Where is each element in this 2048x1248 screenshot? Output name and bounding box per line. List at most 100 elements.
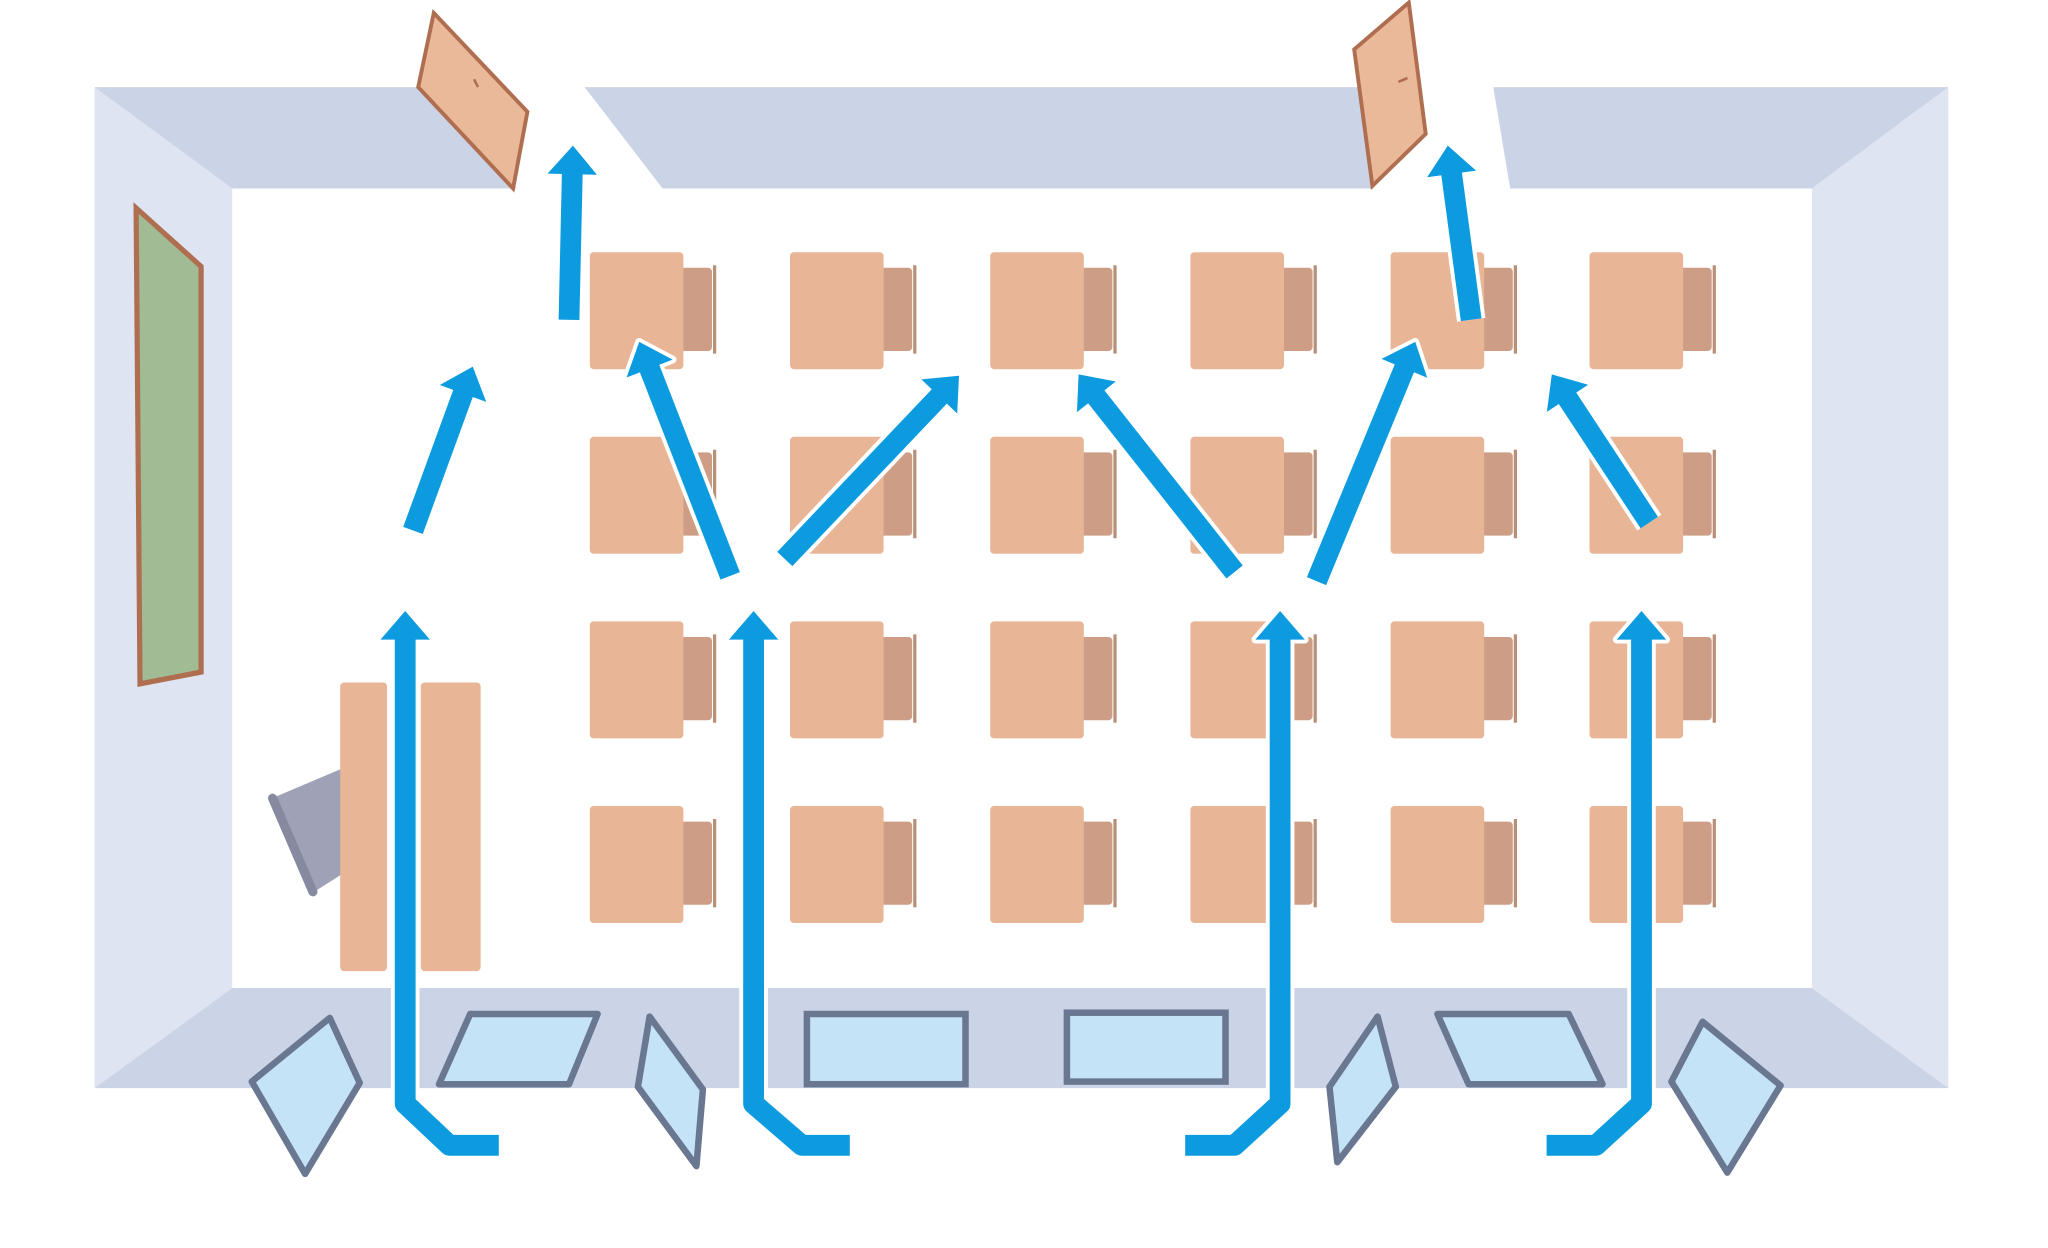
chair	[1480, 637, 1513, 721]
airflow-intake-arrow	[1546, 607, 1671, 1160]
arrow-head	[380, 611, 430, 640]
wall-top-segment-2	[584, 87, 1373, 189]
desk	[790, 252, 884, 370]
chair	[1079, 267, 1113, 351]
arrow-shaft	[743, 637, 850, 1156]
desk	[1390, 436, 1485, 554]
airflow-intake-arrow	[725, 607, 850, 1160]
arrow-head	[1255, 611, 1305, 640]
arrow-head	[1076, 374, 1116, 413]
chair	[1480, 821, 1513, 905]
chair	[879, 452, 913, 536]
desk-set	[589, 621, 717, 739]
desk-set	[790, 621, 917, 739]
arrow-shaft	[638, 362, 740, 580]
desk	[589, 621, 684, 739]
arrow-shaft	[1086, 388, 1243, 579]
desk-set	[589, 806, 717, 923]
arrow-head	[728, 611, 779, 640]
airflow-intake-arrow	[376, 607, 499, 1160]
teacher-desk-right	[420, 682, 481, 972]
teacher-desk-left	[340, 682, 387, 972]
chair	[679, 821, 712, 905]
arrow-head	[1546, 374, 1589, 412]
teacher-area	[268, 682, 481, 972]
window	[803, 1010, 969, 1088]
chair	[1280, 452, 1313, 536]
teacher-chair	[275, 768, 343, 892]
window	[1063, 1009, 1229, 1085]
teacher-chair-back	[268, 793, 318, 897]
window	[634, 1013, 707, 1170]
chair	[879, 637, 913, 721]
chair	[1679, 637, 1712, 721]
arrow-head	[1616, 611, 1667, 640]
chair	[1679, 452, 1712, 536]
window	[435, 1010, 601, 1088]
desk	[1190, 806, 1284, 923]
door-front	[416, 8, 530, 193]
desk	[990, 806, 1084, 923]
airflow-diagonal-arrow	[1073, 370, 1246, 581]
desk	[1589, 252, 1684, 370]
chair	[1679, 821, 1712, 905]
arrow-head	[626, 341, 673, 378]
arrow-shaft	[1306, 361, 1415, 586]
desk-set	[1390, 806, 1518, 923]
arrow-shaft	[403, 387, 474, 534]
desk	[790, 806, 884, 923]
desk	[790, 621, 884, 739]
arrow-head	[1381, 341, 1428, 378]
desk-set	[990, 806, 1117, 923]
desk-set	[1589, 252, 1716, 370]
airflow-intake-arrow	[1185, 607, 1309, 1160]
arrow-head	[547, 145, 597, 175]
chair	[1079, 452, 1113, 536]
chair	[1480, 452, 1513, 536]
arrow-head	[439, 366, 487, 402]
chair	[1679, 267, 1712, 351]
desk	[1190, 252, 1284, 370]
wall-top-segment-3	[1493, 87, 1949, 189]
chair	[1079, 637, 1113, 721]
airflow-exit-arrow	[1423, 141, 1486, 322]
arrow-shaft	[1185, 637, 1291, 1156]
window	[248, 1014, 363, 1178]
chair	[879, 267, 913, 351]
airflow-arrows	[376, 141, 1671, 1160]
chair	[1280, 267, 1313, 351]
arrow-shaft	[1546, 637, 1652, 1156]
window	[1434, 1010, 1606, 1088]
door-handle	[472, 78, 480, 88]
desk-grid	[589, 252, 1716, 923]
desk	[589, 806, 684, 923]
desk-set	[790, 806, 917, 923]
desk	[1390, 806, 1485, 923]
windows	[248, 1009, 1784, 1178]
door-handle	[1397, 76, 1409, 84]
wall-top-segment-1	[94, 87, 517, 189]
desk	[990, 436, 1084, 554]
arrow-shaft	[558, 171, 583, 321]
wall-bottom	[94, 988, 1949, 1089]
desk	[990, 252, 1084, 370]
desk-set	[790, 252, 917, 370]
desk	[990, 621, 1084, 739]
desk	[589, 436, 684, 554]
desk	[1190, 621, 1284, 739]
desk	[589, 252, 684, 370]
arrow-head	[921, 375, 959, 414]
wall-right	[1811, 87, 1949, 1089]
airflow-diagonal-arrow	[622, 338, 744, 582]
window	[1326, 1013, 1400, 1166]
arrow-shaft	[1557, 390, 1658, 529]
desk-set	[990, 621, 1117, 739]
arrow-shaft	[777, 387, 949, 567]
desk-set	[1390, 621, 1518, 739]
desk-set	[589, 252, 717, 370]
airflow-diagonal-arrow	[399, 362, 491, 536]
desk-set	[1390, 436, 1518, 554]
arrow-shaft	[1440, 169, 1482, 322]
chair	[879, 821, 913, 905]
